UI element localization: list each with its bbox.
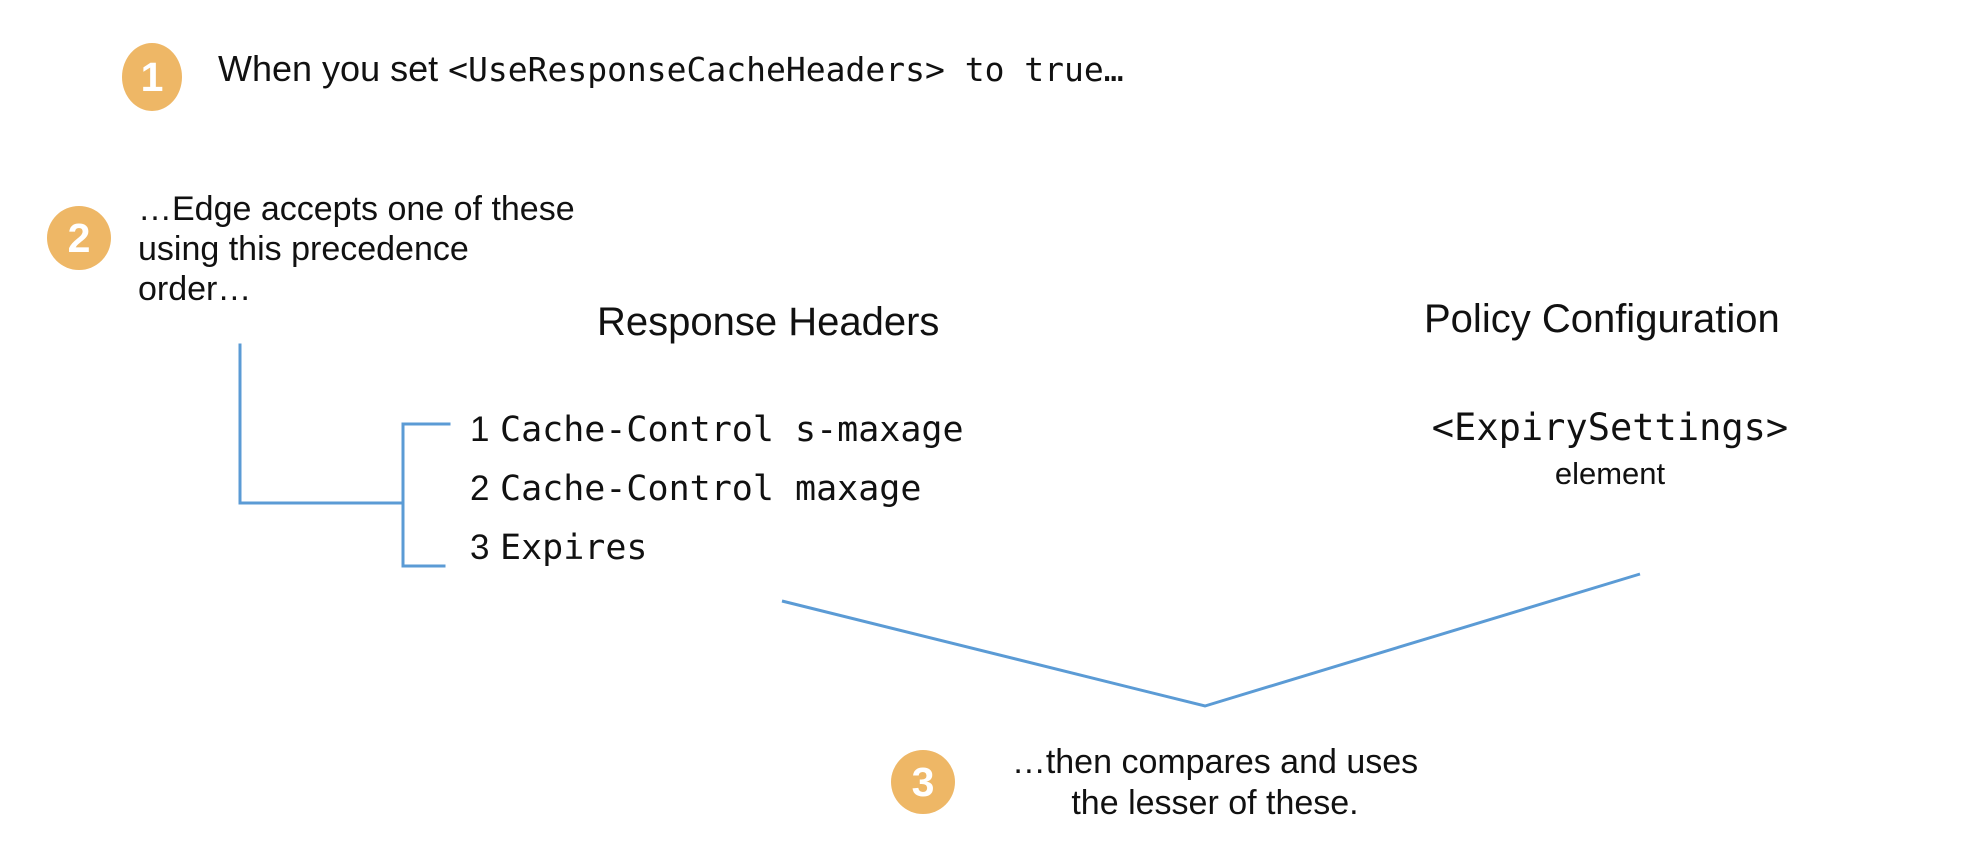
step-1-text-after: to true…	[944, 50, 1124, 89]
step-2-text: …Edge accepts one of these using this pr…	[138, 190, 618, 309]
policy-configuration-body: <ExpirySettings> element	[1375, 405, 1845, 498]
precedence-list: 1 Cache-Control s-maxage 2 Cache-Control…	[470, 410, 964, 587]
step-3-badge: 3	[891, 750, 955, 814]
step-2-line-1: …Edge accepts one of these	[138, 190, 575, 228]
use-response-cache-headers-element: <UseResponseCacheHeaders>	[448, 50, 945, 89]
precedence-rank: 3	[470, 528, 490, 567]
expiry-settings-element: <ExpirySettings>	[1431, 406, 1789, 449]
step-2-line-3: order…	[138, 269, 252, 308]
step-1-text: When you set <UseResponseCacheHeaders> t…	[218, 47, 1124, 90]
step-1-badge: 1	[122, 43, 182, 111]
step-3-line-2: the lesser of these.	[1071, 783, 1359, 822]
precedence-rank: 2	[470, 469, 490, 508]
step-1-text-before: When you set	[218, 48, 449, 89]
list-item: 2 Cache-Control maxage	[470, 469, 964, 528]
step-2-badge: 2	[47, 206, 111, 270]
step-3-text: …then compares and uses the lesser of th…	[975, 742, 1455, 824]
comparison-v-connector	[781, 572, 1641, 708]
list-item: 1 Cache-Control s-maxage	[470, 410, 964, 469]
expiry-settings-element-suffix: element	[1554, 456, 1666, 492]
policy-configuration-heading: Policy Configuration	[1424, 297, 1780, 341]
step-3-line-1: …then compares and uses	[1011, 743, 1419, 781]
precedence-value: Expires	[500, 528, 648, 568]
precedence-bracket	[401, 422, 451, 568]
precedence-value: Cache-Control s-maxage	[500, 410, 964, 450]
list-item: 3 Expires	[470, 528, 964, 587]
response-headers-heading: Response Headers	[597, 300, 940, 344]
precedence-rank: 1	[470, 410, 490, 449]
step-2-line-2: using this precedence	[138, 229, 469, 268]
step2-elbow-connector	[238, 343, 404, 505]
precedence-value: Cache-Control maxage	[500, 469, 922, 509]
